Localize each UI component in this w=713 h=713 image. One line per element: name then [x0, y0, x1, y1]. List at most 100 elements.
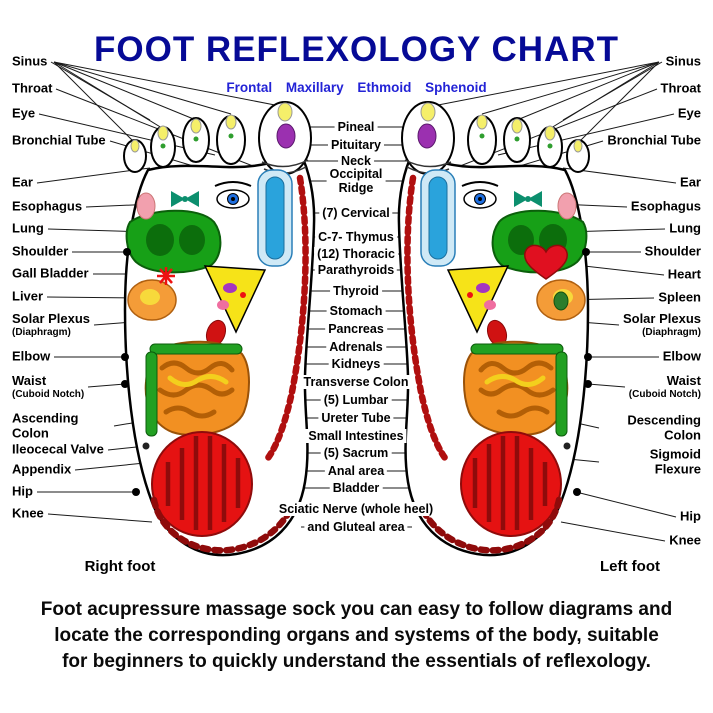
label-subtext: (Cuboid Notch): [12, 388, 85, 400]
label-right-elbow: Elbow: [662, 348, 701, 365]
label-text: Eye: [677, 105, 701, 121]
heart-icon: [524, 244, 568, 280]
label-text: Elbow: [662, 348, 701, 364]
label-center-pineal: Pineal: [334, 120, 378, 134]
footer-description: Foot acupressure massage sock you can ea…: [0, 597, 713, 674]
label-right-solar-plexus: Solar Plexus(Diaphragm): [623, 311, 701, 338]
ascending-colon-strip: [145, 351, 158, 437]
intestine-coils: [157, 360, 235, 419]
spine-beads: [264, 174, 309, 462]
label-center-c-7-thymus: C-7- Thymus: [315, 230, 397, 244]
label-center-pituitary: Pituitary: [327, 138, 385, 152]
label-text: Hip: [12, 483, 33, 499]
label-text: Shoulder: [12, 243, 69, 259]
sinus-points: [130, 102, 293, 153]
label-text: Ascending Colon: [12, 410, 79, 440]
label-text: Shoulder: [644, 243, 701, 259]
label-text: Waist: [666, 373, 701, 389]
label-text: Lung: [669, 220, 701, 236]
label-text: Bronchial Tube: [12, 132, 106, 148]
label-left-liver: Liver: [12, 288, 44, 305]
label-text: Sigmoid Flexure: [649, 446, 701, 476]
label-left-gall-bladder: Gall Bladder: [12, 265, 89, 282]
label-center-12-thoracic: (12) Thoracic: [314, 247, 398, 261]
sinus-fan-lines: [53, 61, 660, 143]
label-left-elbow: Elbow: [12, 349, 50, 365]
label-center-thyroid: Thyroid: [330, 284, 382, 298]
left-foot: [399, 102, 592, 555]
leader-line: [587, 383, 626, 388]
right-foot: [121, 101, 316, 557]
lung-lobe: [146, 224, 174, 256]
leader-line: [87, 383, 126, 388]
ear-ribbon: [171, 191, 199, 207]
label-right-shoulder: Shoulder: [644, 243, 701, 260]
leader-line: [575, 491, 677, 518]
label-center-parathyroids: Parathyroids: [314, 263, 398, 277]
label-right-waist: Waist(Cuboid Notch): [628, 373, 701, 400]
label-right-descending-colon: Descending Colon: [603, 413, 701, 442]
label-text: Ileocecal Valve: [12, 441, 104, 457]
pituitary-point: [276, 123, 296, 149]
label-text: Knee: [12, 505, 44, 521]
page-title: FOOT REFLEXOLOGY CHART: [94, 30, 619, 69]
label-left-hip: Hip: [12, 483, 33, 500]
esophagus-strip: [265, 176, 285, 260]
spot: [240, 292, 246, 298]
footer-line-2: locate the corresponding organs and syst…: [54, 624, 659, 646]
label-right-throat: Throat: [661, 81, 701, 97]
label-center-ureter-tube: Ureter Tube: [318, 411, 394, 425]
gall-bladder-star: [157, 267, 175, 285]
label-left-ascending-colon: Ascending Colon: [12, 411, 110, 440]
caption-left-foot: Left foot: [600, 558, 660, 575]
heel-stripes: [165, 436, 241, 530]
label-left-solar-plexus: Solar Plexus(Diaphragm): [12, 311, 91, 338]
label-right-sinus: Sinus: [665, 53, 701, 70]
label-text: Eye: [12, 105, 36, 121]
label-text: Ear: [12, 174, 33, 190]
liver-inner: [140, 289, 160, 305]
label-left-sinus: Sinus: [12, 54, 47, 70]
spleen-zone: [553, 291, 569, 311]
caption-right-foot: Right foot: [84, 558, 156, 575]
label-text: Gall Bladder: [12, 265, 89, 281]
adrenal-spot: [217, 300, 229, 310]
label-center-occipital-ridge: Occipital Ridge: [326, 167, 386, 195]
label-left-bronchial-tube: Bronchial Tube: [12, 132, 106, 149]
label-left-waist: Waist(Cuboid Notch): [12, 373, 85, 400]
eye-icon: [214, 181, 252, 209]
label-left-throat: Throat: [12, 81, 52, 97]
label-center-anal-area: Anal area: [324, 464, 388, 478]
label-text: Esophagus: [12, 198, 83, 214]
label-text: Sinus: [665, 53, 701, 69]
label-right-heart: Heart: [668, 267, 701, 283]
label-center-stomach: Stomach: [326, 304, 386, 318]
edge-points: [121, 248, 150, 496]
footer-line-1: Foot acupressure massage sock you can ea…: [40, 599, 673, 620]
label-left-shoulder: Shoulder: [12, 243, 69, 260]
label-center-transverse-colon: Transverse Colon: [300, 375, 412, 389]
label-center-5-sacrum: (5) Sacrum: [320, 446, 392, 460]
label-subtext: (Cuboid Notch): [628, 388, 701, 400]
label-right-eye: Eye: [677, 105, 701, 122]
label-right-knee: Knee: [669, 533, 701, 549]
label-text: Descending Colon: [627, 412, 701, 442]
label-right-bronchial-tube: Bronchial Tube: [607, 133, 701, 149]
label-left-lung: Lung: [12, 221, 44, 237]
label-text: Esophagus: [630, 198, 701, 214]
heel-zone: [151, 431, 253, 537]
label-text: Solar Plexus: [12, 311, 91, 327]
label-text: Liver: [12, 288, 44, 304]
label-right-sigmoid-flexure: Sigmoid Flexure: [603, 447, 701, 476]
label-text: Spleen: [658, 289, 701, 305]
stomach-zone: [203, 265, 267, 334]
pancreas-spot: [223, 283, 237, 293]
label-left-knee: Knee: [12, 505, 44, 522]
label-right-esophagus: Esophagus: [630, 198, 701, 215]
heel-beads: [150, 496, 296, 554]
label-subtext: (Diaphragm): [12, 326, 71, 338]
label-left-appendix: Appendix: [12, 462, 71, 478]
label-right-hip: Hip: [680, 509, 701, 525]
label-text: Ear: [680, 174, 701, 190]
